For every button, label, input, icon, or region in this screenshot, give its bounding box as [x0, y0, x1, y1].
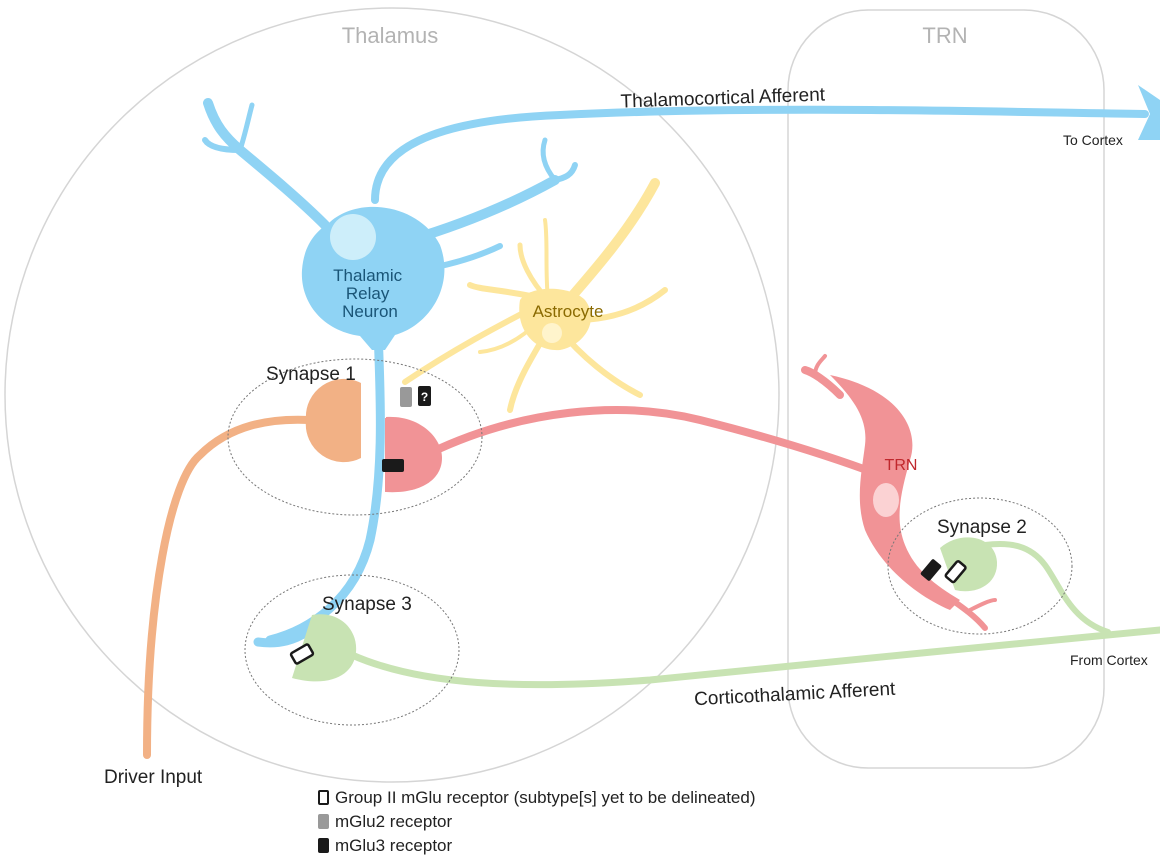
- relay-neuron-label: Thalamic Relay Neuron: [333, 266, 407, 321]
- trn-region: [787, 9, 1105, 769]
- group2-receptor-icon: [318, 789, 329, 805]
- trn-axon: [426, 406, 884, 479]
- mglu3-receptor-icon: [318, 837, 329, 853]
- synapse1-outline: [227, 358, 483, 516]
- to-cortex-arrowhead: [1138, 85, 1160, 140]
- legend-item-mglu2: mGlu2 receptor: [318, 809, 756, 833]
- driver-input-axon: [143, 415, 314, 759]
- astrocyte-nucleus: [542, 323, 562, 343]
- relay-neuron-nucleus: [330, 214, 376, 260]
- from-cortex-label: From Cortex: [1070, 652, 1148, 668]
- synapse2-outline: [887, 497, 1073, 635]
- thalamus-region: [4, 7, 780, 783]
- trn-neuron-label: TRN: [885, 457, 918, 474]
- legend-item-group2: Group II mGlu receptor (subtype[s] yet t…: [318, 785, 756, 809]
- corticothalamic-terminal-synapse2: [940, 537, 998, 592]
- driver-input-label: Driver Input: [104, 767, 203, 788]
- legend-item-mglu3: mGlu3 receptor: [318, 833, 756, 857]
- mglu3-receptor-synapse2: [920, 559, 942, 581]
- synapse1-label: Synapse 1: [266, 364, 356, 385]
- unknown-receptor-astrocyte: [418, 386, 431, 406]
- astrocyte-label: Astrocyte: [533, 302, 604, 321]
- synapse2-label: Synapse 2: [937, 517, 1027, 538]
- driver-terminal: [305, 378, 361, 463]
- trn-terminal-synapse1-body: [386, 416, 442, 493]
- corticothalamic-afferent-axon: [348, 626, 1160, 689]
- legend: Group II mGlu receptor (subtype[s] yet t…: [318, 785, 756, 857]
- corticothalamic-afferent-label: Corticothalamic Afferent: [694, 679, 897, 711]
- synapse3-label: Synapse 3: [322, 594, 412, 615]
- trn-nucleus: [873, 483, 899, 517]
- synapse2-collateral: [982, 541, 1111, 635]
- to-cortex-label: To Cortex: [1063, 132, 1123, 148]
- mglu2-receptor-astrocyte: [400, 387, 412, 407]
- trn-region-label: TRN: [922, 23, 967, 48]
- corticothalamic-terminal-synapse3: [292, 614, 357, 682]
- mglu2-receptor-icon: [318, 813, 329, 829]
- legend-mglu2-text: mGlu2 receptor: [335, 811, 453, 831]
- thalamus-label: Thalamus: [342, 23, 439, 48]
- group2-receptor-synapse3: [289, 643, 315, 665]
- legend-group2-text: Group II mGlu receptor (subtype[s] yet t…: [335, 787, 756, 807]
- thalamocortical-afferent-axon: [371, 105, 1149, 204]
- synapse3-outline: [244, 574, 460, 726]
- unknown-receptor-mark: ?: [421, 390, 428, 404]
- astrocyte-body: [519, 288, 591, 351]
- legend-mglu3-text: mGlu3 receptor: [335, 835, 453, 855]
- group2-receptor-synapse2: [944, 560, 967, 584]
- mglu3-receptor-synapse1: [382, 459, 404, 472]
